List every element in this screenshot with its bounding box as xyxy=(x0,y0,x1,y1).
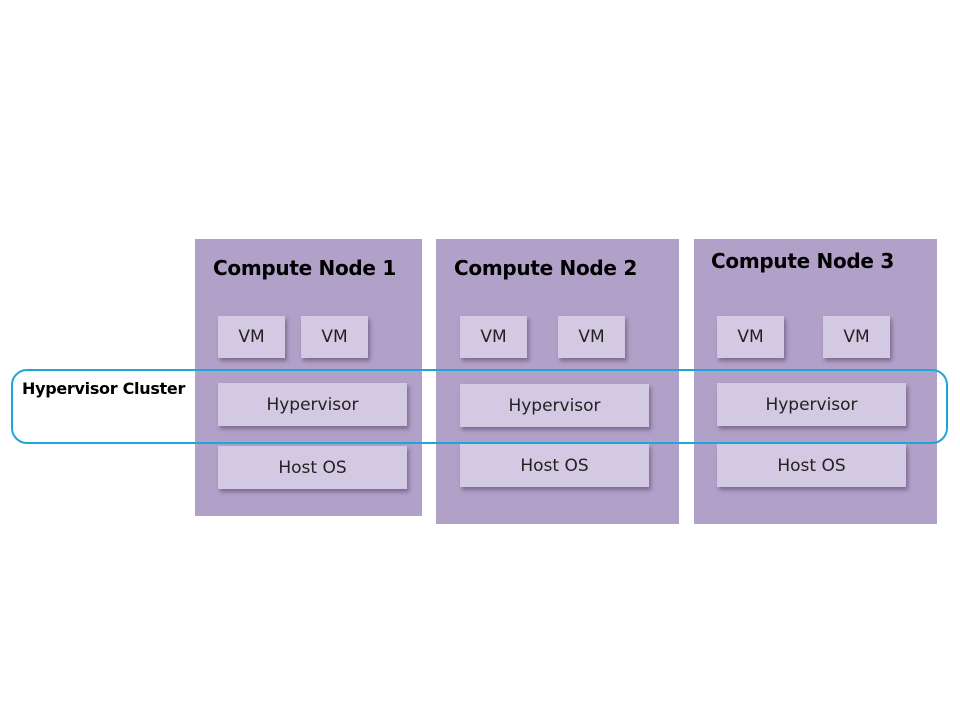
hypervisor-box: Hypervisor xyxy=(717,383,906,426)
hypervisor-box: Hypervisor xyxy=(460,384,649,427)
vm-box: VM xyxy=(558,316,625,358)
compute-node-title: Compute Node 3 xyxy=(711,249,894,273)
host-os-box: Host OS xyxy=(460,444,649,487)
vm-box: VM xyxy=(823,316,890,358)
compute-node-title: Compute Node 2 xyxy=(454,256,637,280)
hypervisor-cluster-label: Hypervisor Cluster xyxy=(22,379,186,398)
vm-box: VM xyxy=(460,316,527,358)
vm-box: VM xyxy=(717,316,784,358)
compute-node-3: Compute Node 3 VM VM Hypervisor Host OS xyxy=(694,239,937,524)
hypervisor-box: Hypervisor xyxy=(218,383,407,426)
vm-box: VM xyxy=(301,316,368,358)
host-os-box: Host OS xyxy=(717,444,906,487)
vm-box: VM xyxy=(218,316,285,358)
compute-node-2: Compute Node 2 VM VM Hypervisor Host OS xyxy=(436,239,679,524)
compute-node-title: Compute Node 1 xyxy=(213,256,396,280)
host-os-box: Host OS xyxy=(218,446,407,489)
compute-node-1: Compute Node 1 VM VM Hypervisor Host OS xyxy=(195,239,422,516)
hypervisor-cluster-outline xyxy=(11,369,948,444)
